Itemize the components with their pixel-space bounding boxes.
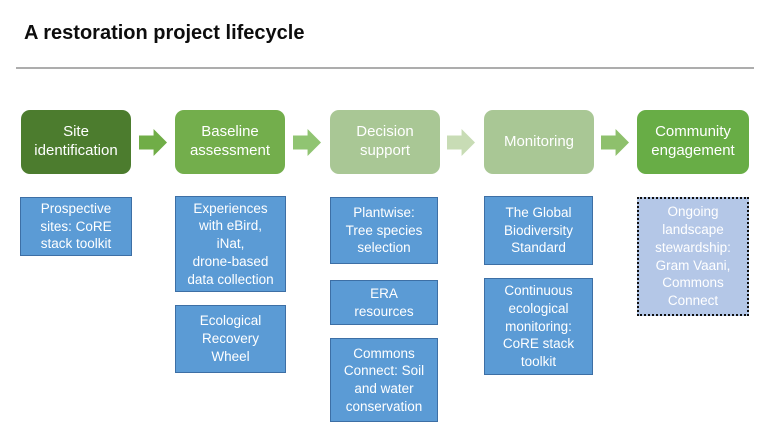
detail-continuous-ecological-monitoring: Continuous ecological monitoring: CoRE s… [484,278,593,375]
flow-arrow-icon [293,129,321,156]
stage-monitoring: Monitoring [484,110,594,174]
stage-decision-support: Decision support [330,110,440,174]
flow-arrow-icon [447,129,475,156]
detail-prospective-sites: Prospective sites: CoRE stack toolkit [20,197,132,256]
detail-ecological-recovery-wheel: Ecological Recovery Wheel [175,305,286,373]
detail-plantwise-tree-species: Plantwise: Tree species selection [330,197,438,264]
detail-experiences-ebird-inat: Experiences with eBird, iNat, drone-base… [175,196,286,292]
page-title: A restoration project lifecycle [24,22,305,44]
flow-arrow-icon [139,129,167,156]
detail-global-biodiversity-standard: The Global Biodiversity Standard [484,196,593,265]
stage-site-identification: Site identification [21,110,131,174]
detail-commons-connect-soil-water: Commons Connect: Soil and water conserva… [330,338,438,422]
title-divider [16,67,754,69]
stage-community-engagement: Community engagement [637,110,749,174]
detail-era-resources: ERA resources [330,280,438,325]
flow-arrow-icon [601,129,629,156]
detail-ongoing-landscape-stewardship: Ongoing landscape stewardship: Gram Vaan… [637,197,749,316]
stage-baseline-assessment: Baseline assessment [175,110,285,174]
